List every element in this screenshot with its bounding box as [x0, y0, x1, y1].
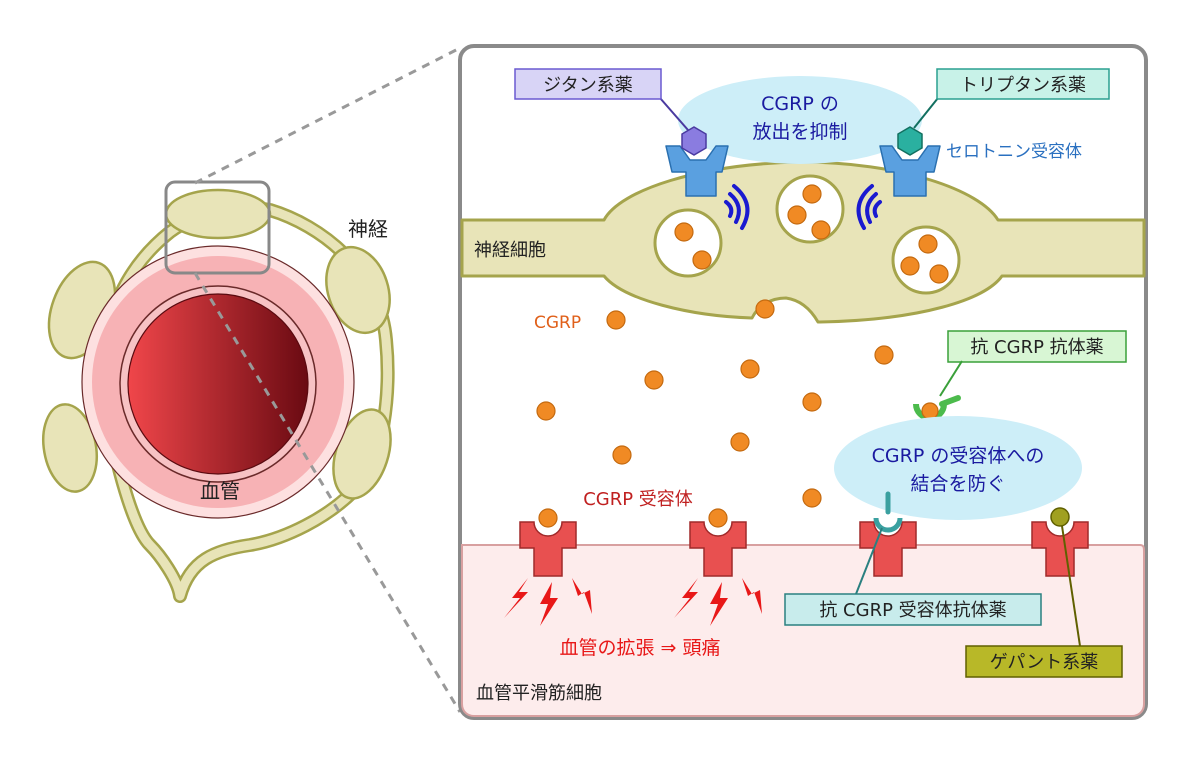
serotonin-receptor-right — [879, 126, 941, 197]
suppress-callout-line1: CGRP の — [761, 93, 839, 115]
ditan-label-box — [514, 68, 662, 100]
nerve-ring — [96, 201, 395, 603]
blood-vessel-label: 血管 — [200, 479, 240, 503]
gepant-molecule — [1050, 507, 1070, 527]
vessel-cross-section: 血管 神経 — [42, 180, 395, 603]
ditan-label: ジタン系薬 — [543, 75, 633, 96]
anti-cgrp-receptor-antibody-label: 抗 CGRP 受容体抗体薬 — [819, 600, 1006, 621]
vesicle-cgrp — [674, 184, 949, 284]
triptan-label: トリプタン系薬 — [960, 75, 1086, 96]
block-callout-line2: 結合を防ぐ — [910, 473, 1005, 495]
cgrp-receptor — [1031, 521, 1089, 577]
signal-waves-left — [724, 184, 750, 230]
block-callout-line1: CGRP の受容体への — [872, 445, 1045, 467]
vesicle — [653, 208, 723, 278]
zoom-panel: 血管平滑筋細胞 神経細胞 CGRP CGRP の 放出を抑制 — [458, 44, 1148, 720]
cgrp-receptor — [859, 521, 917, 577]
triptan-molecule — [897, 126, 923, 156]
cgrp-label: CGRP — [534, 313, 581, 333]
gepant-label-box — [965, 645, 1123, 678]
cgrp-receptor — [689, 508, 747, 577]
ditan-molecule — [681, 126, 707, 156]
anti-cgrp-antibody-label-box — [947, 330, 1127, 363]
gepant-label: ゲパント系薬 — [990, 652, 1099, 673]
cgrp-receptors — [519, 508, 1089, 577]
nerve-ganglia — [42, 188, 392, 500]
smooth-muscle-label: 血管平滑筋細胞 — [476, 683, 602, 704]
anti-cgrp-receptor-antibody-label-box — [784, 593, 1042, 626]
cgrp-receptor — [519, 508, 577, 577]
nerve-cell-label: 神経細胞 — [474, 240, 546, 261]
nerve-label: 神経 — [348, 217, 388, 241]
block-callout — [834, 416, 1082, 520]
triptan-label-box — [936, 68, 1110, 100]
released-cgrp — [536, 299, 894, 508]
serotonin-receptor-label: セロトニン受容体 — [946, 142, 1082, 162]
zoom-selection-box — [164, 180, 271, 275]
signal-waves-right — [856, 184, 882, 230]
cgrp-receptor-label: CGRP 受容体 — [583, 489, 693, 510]
zoom-guide-lines — [193, 46, 462, 713]
suppress-callout-line2: 放出を抑制 — [752, 121, 847, 143]
vessel-lumen — [127, 293, 309, 475]
vasodilation-label: 血管の拡張 ⇒ 頭痛 — [560, 637, 721, 659]
anti-cgrp-antibody-label: 抗 CGRP 抗体薬 — [970, 337, 1103, 358]
serotonin-receptor-left — [665, 126, 729, 197]
anti-cgrp-receptor-antibody — [873, 491, 903, 533]
suppress-callout — [678, 76, 922, 164]
vasodilation-bolts — [504, 578, 762, 626]
